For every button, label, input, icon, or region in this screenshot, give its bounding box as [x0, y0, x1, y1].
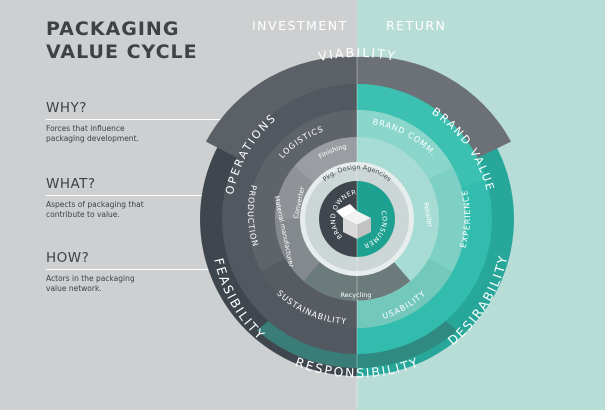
what-description-line-1: Aspects of packaging that: [46, 200, 144, 209]
what-description-line-2: contribute to value.: [46, 210, 120, 219]
recycling-label: Recycling: [340, 291, 371, 299]
core-brand-owner: [319, 181, 357, 257]
page-title: PACKAGING VALUE CYCLE: [46, 18, 246, 64]
why-description-line-2: packaging development.: [46, 134, 139, 143]
why-rule: [46, 119, 221, 120]
viability-label: VIABILITY: [317, 45, 398, 64]
title-line-1: PACKAGING: [46, 18, 180, 40]
core-consumer: [357, 181, 395, 257]
investment-heading: INVESTMENT: [252, 18, 348, 33]
how-rule: [46, 269, 284, 270]
why-heading: WHY?: [46, 100, 87, 116]
how-description-line-1: Actors in the packaging: [46, 274, 135, 283]
what-heading: WHAT?: [46, 176, 96, 192]
package-box-icon: [336, 204, 371, 239]
how-description: Actors in the packaging value network.: [46, 274, 196, 294]
why-description-line-1: Forces that influence: [46, 124, 125, 133]
what-rule: [46, 195, 254, 196]
how-heading: HOW?: [46, 250, 90, 266]
how-description-line-2: value network.: [46, 284, 102, 293]
return-heading: RETURN: [386, 18, 447, 33]
what-description: Aspects of packaging that contribute to …: [46, 200, 196, 220]
title-line-2: VALUE CYCLE: [46, 41, 198, 63]
why-description: Forces that influence packaging developm…: [46, 124, 196, 144]
